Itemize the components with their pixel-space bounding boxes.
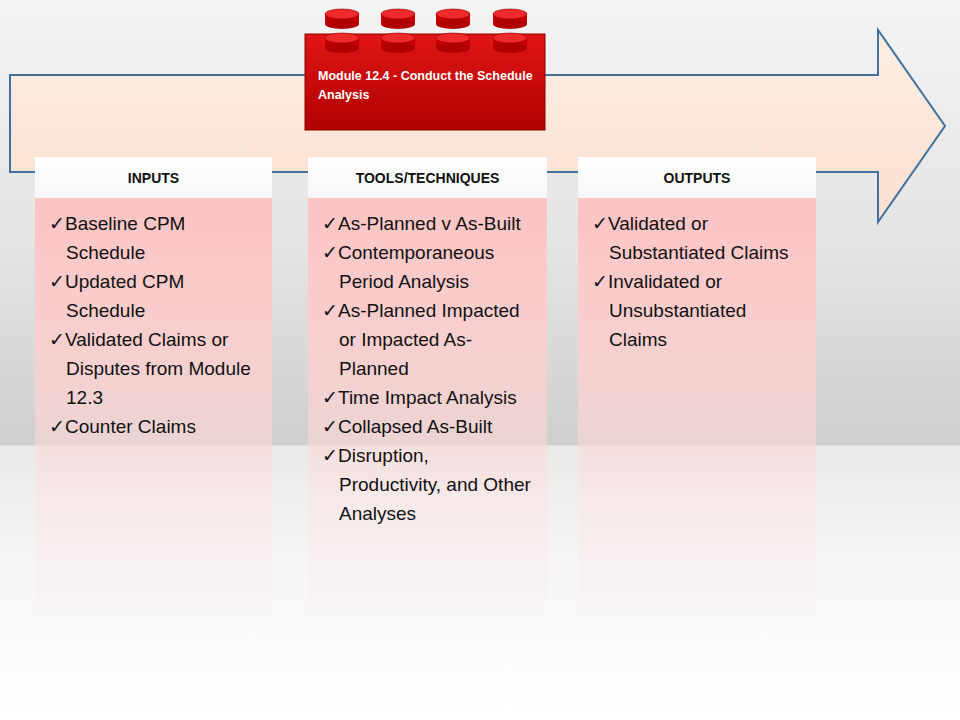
lego-stud (381, 43, 415, 53)
lego-stud (325, 33, 359, 43)
panel-header: INPUTS (35, 157, 272, 198)
tools-panel: ✓As-Planned v As-Built✓Contemporaneous P… (308, 157, 547, 640)
process-arrow (10, 30, 945, 222)
panel-header: TOOLS/TECHNIQUES (308, 157, 547, 198)
module-block: Module 12.4 - Conduct the Schedule Analy… (305, 42, 545, 130)
list-item: ✓As-Planned v As-Built (322, 209, 535, 238)
list-item: ✓Counter Claims (49, 412, 260, 441)
inputs-panel: ✓Baseline CPM Schedule✓Updated CPM Sched… (35, 157, 272, 640)
lego-stud (325, 9, 359, 19)
header-text: INPUTS (128, 170, 179, 186)
list-item: ✓Time Impact Analysis (322, 383, 535, 412)
lego-stud (381, 33, 415, 43)
module-title: Module 12.4 - Conduct the Schedule Analy… (305, 42, 545, 105)
list-item: ✓Contemporaneous Period Analysis (322, 238, 535, 296)
list-item: ✓Validated Claims or Disputes from Modul… (49, 325, 260, 412)
lego-stud (325, 19, 359, 29)
lego-stud (436, 33, 470, 43)
panel-header: OUTPUTS (578, 157, 816, 198)
list-item: ✓Validated or Substantiated Claims (592, 209, 804, 267)
header-text: TOOLS/TECHNIQUES (356, 170, 500, 186)
lego-brick (305, 9, 545, 130)
list-item: ✓As-Planned Impacted or Impacted As-Plan… (322, 296, 535, 383)
lego-stud (493, 19, 527, 29)
lego-stud (325, 43, 359, 53)
lego-stud (436, 43, 470, 53)
list-item: ✓Disruption, Productivity, and Other Ana… (322, 441, 535, 528)
header-text: OUTPUTS (664, 170, 731, 186)
list-item: ✓Updated CPM Schedule (49, 267, 260, 325)
lego-stud (493, 43, 527, 53)
lego-stud (436, 19, 470, 29)
lego-stud (436, 9, 470, 19)
list-item: ✓Collapsed As-Built (322, 412, 535, 441)
list-item: ✓Baseline CPM Schedule (49, 209, 260, 267)
lego-stud (493, 9, 527, 19)
outputs-panel: ✓Validated or Substantiated Claims✓Inval… (578, 157, 816, 640)
list-item: ✓Invalidated or Unsubstantiated Claims (592, 267, 804, 354)
lego-stud (493, 33, 527, 43)
lego-stud (381, 19, 415, 29)
lego-stud (381, 9, 415, 19)
